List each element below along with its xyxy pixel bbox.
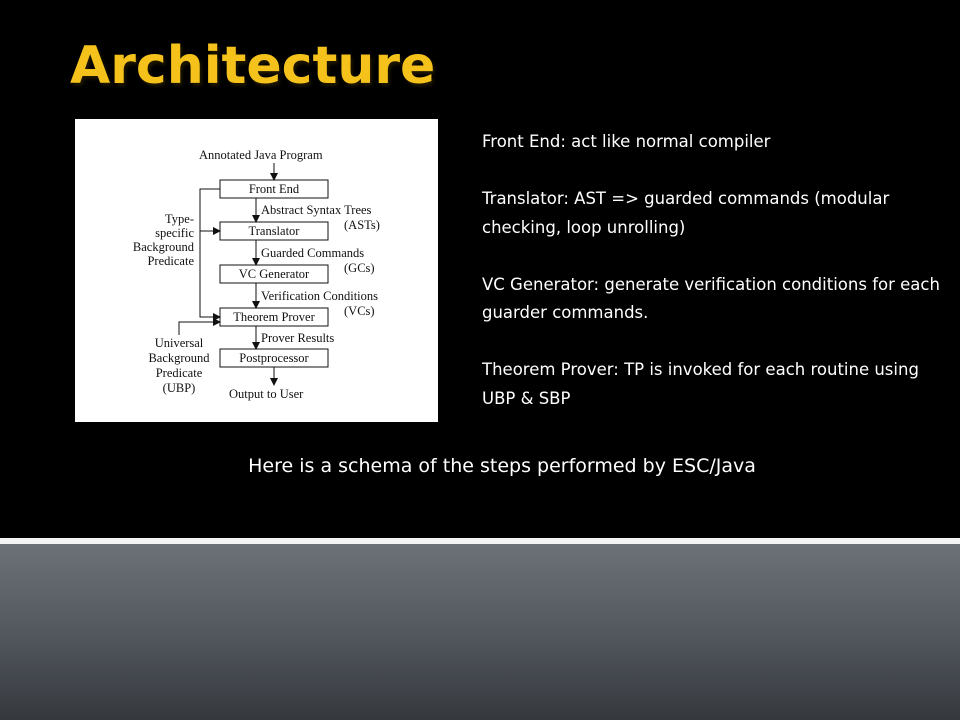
diagram-input-label: Annotated Java Program [199, 148, 323, 162]
type-specific-predicate-label: Predicate [147, 254, 194, 268]
note-front-end: Front End: act like normal compiler [482, 132, 771, 151]
flow-label: Prover Results [261, 331, 334, 345]
universal-predicate-label: Universal [155, 336, 204, 350]
flow-label: Abstract Syntax Trees [261, 203, 372, 217]
flow-label: (VCs) [344, 304, 375, 318]
slide-bottom-area [0, 544, 960, 720]
type-specific-predicate-label: specific [155, 226, 194, 240]
note-vc-generator: VC Generator: generate verification cond… [482, 274, 940, 323]
flow-label: (GCs) [344, 261, 375, 275]
flow-label: Guarded Commands [261, 246, 364, 260]
slide-title: Architecture [70, 36, 436, 96]
universal-predicate-label: Background [148, 351, 210, 365]
notes-panel: Front End: act like normal compiler Tran… [482, 128, 952, 413]
stage-label: Front End [249, 182, 300, 196]
stage-vc-generator [219, 264, 329, 284]
note-theorem-prover: Theorem Prover: TP is invoked for each r… [482, 360, 919, 408]
universal-predicate-label: (UBP) [163, 381, 196, 395]
type-specific-predicate-label: Type- [165, 212, 194, 226]
slide-caption: Here is a schema of the steps performed … [248, 455, 756, 477]
universal-predicate-label: Predicate [156, 366, 203, 380]
type-specific-predicate-connector [199, 188, 221, 321]
flow-label: (ASTs) [344, 218, 380, 232]
diagram-output-label: Output to User [229, 387, 304, 401]
stage-label: VC Generator [239, 267, 310, 281]
flow-label: Verification Conditions [261, 289, 378, 303]
type-specific-predicate-label: Background [133, 240, 195, 254]
universal-predicate-connector [178, 318, 221, 335]
slide-divider [0, 538, 960, 544]
stage-label: Translator [249, 224, 301, 238]
stage-label: Postprocessor [239, 351, 309, 365]
architecture-diagram: Annotated Java Program Front End Abstrac… [75, 119, 438, 422]
note-translator: Translator: AST => guarded commands (mod… [482, 189, 890, 237]
stage-label: Theorem Prover [233, 310, 315, 324]
